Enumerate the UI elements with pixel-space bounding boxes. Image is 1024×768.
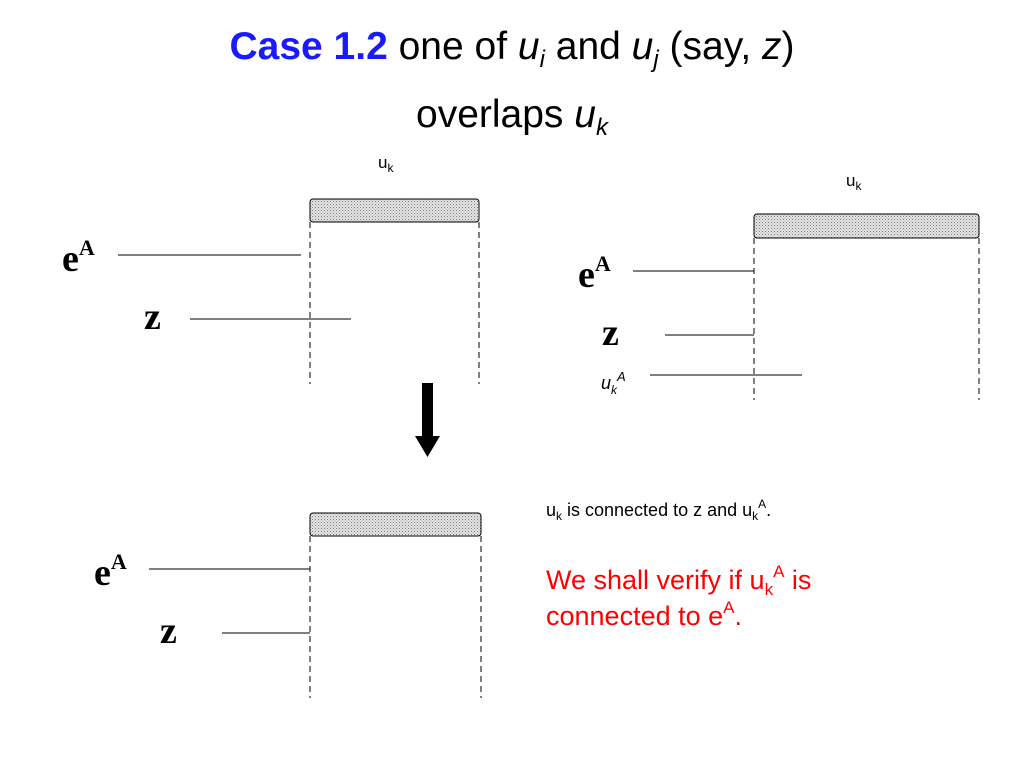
- slide-title-line-1: Case 1.2 one of ui and uj (say, z): [0, 24, 1024, 73]
- uk-bar-bottom: [309, 512, 482, 537]
- title-sub-i: i: [539, 46, 545, 73]
- title-var-z: z: [762, 25, 782, 68]
- uk-bar-top-right: [753, 213, 980, 239]
- uk-bar-top-left: [309, 198, 480, 223]
- diagram-top-right: [633, 213, 980, 400]
- note-ukA-sup: A: [758, 497, 767, 511]
- verify-text-2: is connected to e: [546, 565, 812, 631]
- title-sub-j: j: [653, 46, 659, 73]
- case-label: Case 1.2: [229, 25, 388, 68]
- verify-text-1: We shall verify if u: [546, 565, 765, 595]
- diagram-bottom: [149, 512, 482, 698]
- uk-label-top-right-sub: k: [855, 179, 862, 193]
- down-arrow-shaft: [422, 383, 433, 439]
- title-var-u-j: u: [631, 25, 654, 68]
- uk-label-top-right-base: u: [846, 171, 856, 190]
- title-text-1: one of: [387, 25, 518, 68]
- title-text-2: and: [544, 25, 632, 68]
- verify-eA-sup: A: [723, 598, 735, 617]
- z-label-top-right: z: [602, 312, 619, 354]
- z-label-top-left: z: [144, 296, 161, 338]
- eA-label-bottom-sup: A: [110, 549, 127, 574]
- slide-title-line-2: overlaps uk: [0, 92, 1024, 141]
- verification-note: We shall verify if ukA is connected to e…: [546, 562, 926, 634]
- note-text: is connected to z and u: [562, 500, 753, 520]
- verify-ukA-sup: A: [773, 562, 785, 581]
- title-var-u-i: u: [517, 25, 540, 68]
- down-arrow: [415, 383, 440, 457]
- z-label-bottom: z: [160, 610, 177, 652]
- note-uk-sub: k: [556, 509, 563, 523]
- uk-label-top-left-base: u: [378, 153, 388, 172]
- eA-label-top-left: eA: [62, 237, 95, 280]
- uk-label-top-right: uk: [846, 171, 862, 193]
- eA-label-top-right-sup: A: [594, 251, 611, 276]
- uk-label-top-left: uk: [378, 153, 394, 175]
- verify-ukA-sub: k: [764, 580, 774, 599]
- ukA-label-sup: A: [617, 369, 626, 384]
- note-uk-base: u: [546, 500, 557, 520]
- uk-label-top-left-sub: k: [387, 161, 394, 175]
- down-arrow-head: [415, 436, 440, 457]
- eA-label-bottom-base: e: [94, 552, 111, 594]
- title-sub-k: k: [595, 114, 608, 141]
- ukA-label-top-right: ukA: [601, 370, 626, 397]
- eA-label-top-right-base: e: [578, 254, 595, 296]
- diagram-top-left: [118, 198, 480, 384]
- title-line2-text: overlaps: [416, 93, 575, 136]
- verify-period: .: [734, 601, 742, 631]
- ukA-label-sub: k: [611, 383, 618, 397]
- note-ukA-sub: k: [752, 509, 759, 523]
- eA-label-top-left-sup: A: [78, 235, 95, 260]
- eA-label-top-left-base: e: [62, 238, 79, 280]
- connection-note: uk is connected to z and ukA.: [546, 497, 772, 523]
- title-text-3: (say,: [658, 25, 763, 68]
- note-period: .: [766, 500, 772, 520]
- title-text-4: ): [781, 25, 795, 68]
- eA-label-bottom: eA: [94, 551, 127, 594]
- ukA-label-base: u: [601, 373, 612, 393]
- title-var-u-k: u: [574, 93, 596, 136]
- eA-label-top-right: eA: [578, 253, 611, 296]
